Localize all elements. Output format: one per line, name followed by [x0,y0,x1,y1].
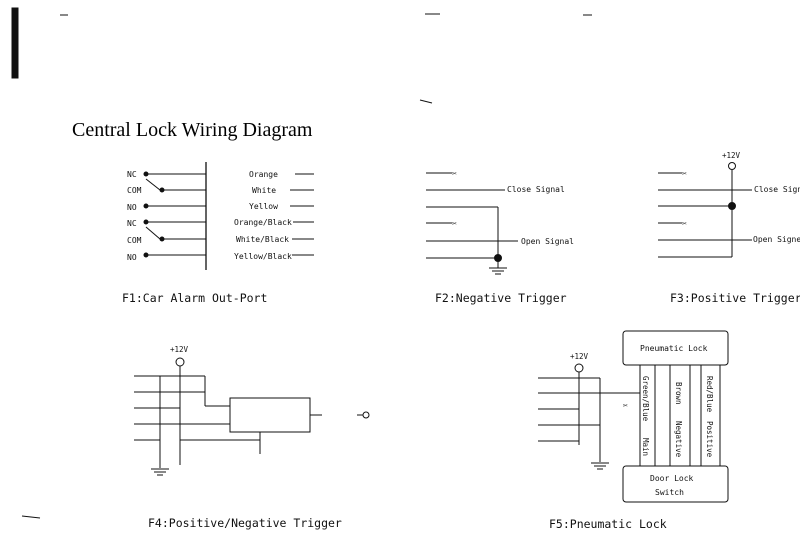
f4-actuator-bellows [357,411,370,419]
ground-icon [591,462,609,470]
f1-terminal-label: NC [127,219,137,228]
f1-wire-label: Yellow/Black [234,252,292,261]
f1-terminal-label: NC [127,170,137,179]
f2-close-signal: Close Signal [507,185,565,194]
f4-caption: F4:Positive/Negative Trigger [148,516,342,530]
f1-wire-label: White [252,186,276,195]
f5-label-positive: Positive [705,421,714,458]
scan-bar [11,7,19,79]
f1-terminal-label: COM [127,236,142,245]
f5-pneumatic-lock-box [622,330,729,366]
scan-mark [419,99,433,104]
scissors-icon: ✂ [682,169,687,178]
f4-supply-label: +12V [170,345,189,354]
f1-car-alarm-outport: NC COM NO NC COM NO Orange White Yellow … [122,162,314,305]
f1-wire-label: White/Black [236,235,289,244]
scissors-icon: ✂ [452,169,457,178]
scissors-icon: ✂ [452,219,457,228]
f5-pneumatic-lock-label: Pneumatic Lock [640,344,708,353]
f5-caption: F5:Pneumatic Lock [549,517,667,531]
f5-pneumatic-lock: +12V Pneumatic Lock Door Lock Switch ✂ G… [538,330,729,531]
f1-terminal-label: NO [127,203,137,212]
f5-door-lock-switch-box [622,465,729,503]
f1-terminal-label: COM [127,186,142,195]
f5-door-lock-label: Door Lock [650,474,694,483]
f1-wire-label: Yellow [249,202,278,211]
f1-wire-label: Orange [249,170,278,179]
f5-label-main: Main [641,438,650,456]
f1-wire-label: Orange/Black [234,218,292,227]
f3-supply-terminal [728,162,736,170]
f5-label-green-blue: Green/Blue [641,376,650,422]
f5-label-brown: Brown [674,382,683,405]
ground-icon [151,468,169,476]
f2-open-signal: Open Signal [521,237,574,246]
f4-actuator-body [229,397,311,433]
f5-label-red-blue: Red/Blue [705,376,714,413]
f3-open-signal: Open Signe [753,235,800,244]
f2-negative-trigger: ✂ Close Signal ✂ Open Signal F2:Negative… [426,169,574,305]
f1-terminal-label: NO [127,253,137,262]
ground-icon [489,262,507,275]
f4-supply-terminal [175,357,185,367]
f5-switch-label: Switch [655,488,684,497]
scissors-icon: ✂ [682,219,687,228]
scissors-icon: ✂ [623,401,628,410]
f3-supply-label: +12V [722,151,741,160]
f1-caption: F1:Car Alarm Out-Port [122,291,267,305]
f2-junction [494,254,502,262]
f5-supply-terminal [574,363,584,373]
f5-supply-label: +12V [570,352,589,361]
f5-label-negative: Negative [674,421,683,458]
f2-caption: F2:Negative Trigger [435,291,567,305]
scan-mark [21,515,41,519]
f4-positive-negative-trigger: +12V F4:Positive/Negative Trigger [134,345,370,530]
page-title: Central Lock Wiring Diagram [72,119,313,141]
f3-close-signal: Close Sign [754,185,800,194]
f3-positive-trigger: +12V ✂ Close Sign ✂ Open Signe F3:Positi… [658,151,800,305]
f3-caption: F3:Positive Trigger [670,291,800,305]
